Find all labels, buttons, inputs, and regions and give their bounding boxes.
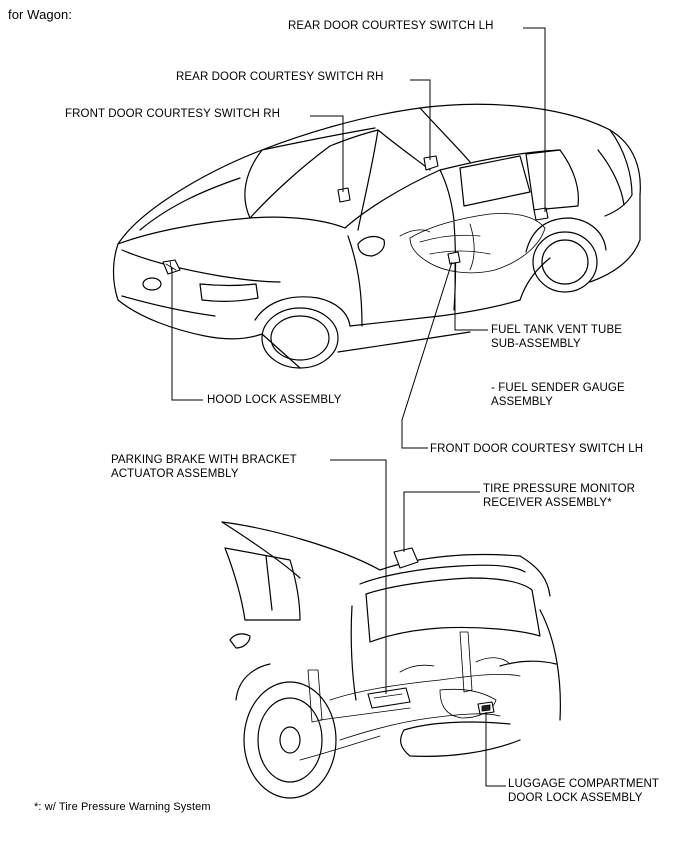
label-fuel-sender-gauge-line2: ASSEMBLY bbox=[491, 396, 553, 408]
label-fuel-tank-vent-tube-line2: SUB-ASSEMBLY bbox=[491, 338, 581, 350]
label-luggage-door-lock-line1: LUGGAGE COMPARTMENT bbox=[508, 778, 659, 790]
bottom-car-drawing bbox=[221, 521, 561, 799]
tire-pressure-receiver-part bbox=[393, 547, 419, 569]
fuel-tank-part bbox=[447, 251, 461, 265]
footnote: *: w/ Tire Pressure Warning System bbox=[34, 801, 211, 813]
label-tire-pressure-monitor-line1: TIRE PRESSURE MONITOR bbox=[483, 483, 636, 495]
front-door-switch-rh-part bbox=[337, 187, 351, 203]
top-leader-lines bbox=[171, 27, 546, 449]
label-luggage-door-lock-line2: DOOR LOCK ASSEMBLY bbox=[508, 792, 643, 804]
bottom-leader-lines bbox=[330, 459, 506, 787]
label-hood-lock-assembly: HOOD LOCK ASSEMBLY bbox=[207, 394, 342, 406]
diagram-title: for Wagon: bbox=[8, 7, 73, 22]
label-fuel-tank-vent-tube-line1: FUEL TANK VENT TUBE bbox=[491, 324, 622, 336]
top-car-drawing bbox=[112, 103, 641, 369]
label-rear-door-courtesy-switch-rh: REAR DOOR COURTESY SWITCH RH bbox=[176, 71, 384, 83]
parking-brake-actuator-part bbox=[367, 687, 411, 709]
label-front-door-courtesy-switch-rh: FRONT DOOR COURTESY SWITCH RH bbox=[65, 108, 281, 120]
label-tire-pressure-monitor-line2: RECEIVER ASSEMBLY* bbox=[483, 497, 612, 509]
rear-door-switch-lh-part bbox=[533, 207, 549, 221]
label-parking-brake-line2: ACTUATOR ASSEMBLY bbox=[111, 468, 239, 480]
label-rear-door-courtesy-switch-lh: REAR DOOR COURTESY SWITCH LH bbox=[288, 20, 494, 32]
label-parking-brake-line1: PARKING BRAKE WITH BRACKET bbox=[111, 454, 297, 466]
label-front-door-courtesy-switch-lh: FRONT DOOR COURTESY SWITCH LH bbox=[430, 443, 644, 455]
rear-door-switch-rh-part bbox=[423, 155, 439, 171]
label-fuel-sender-gauge-line1: - FUEL SENDER GAUGE bbox=[491, 382, 625, 394]
